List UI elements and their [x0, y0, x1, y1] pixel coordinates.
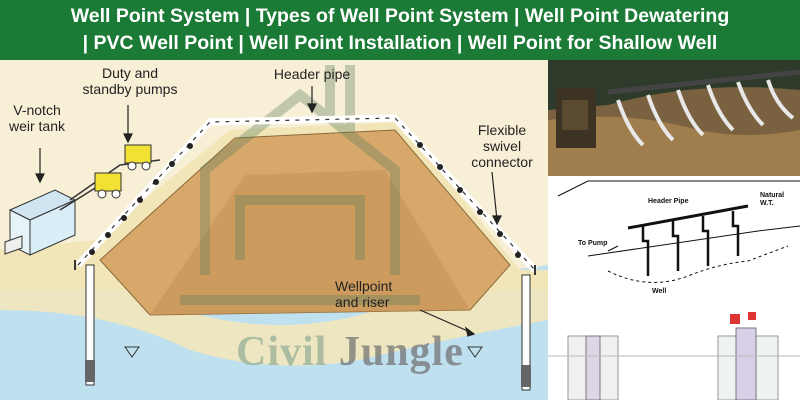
label-wellpoint-and-riser: Wellpoint and riser: [335, 278, 435, 310]
sketch-label-to-pump: To Pump: [578, 240, 607, 247]
duty-pump: [125, 145, 151, 170]
title-line-2: | PVC Well Point | Well Point Installati…: [0, 30, 800, 57]
label-vnotch-weir-tank: V-notch weir tank: [2, 102, 72, 134]
label-header-pipe: Header pipe: [262, 66, 362, 82]
standby-pump: [95, 173, 121, 198]
label-flexible-swivel-connector: Flexible swivel connector: [462, 122, 542, 170]
cross-section-graphic: [548, 306, 800, 400]
sketch-label-header-pipe: Header Pipe: [648, 198, 688, 205]
right-wellpoint: [521, 365, 531, 387]
watermark-part-1: Civil: [236, 329, 327, 375]
title-line-1: Well Point System | Types of Well Point …: [0, 3, 800, 30]
left-wellpoint: [85, 360, 95, 382]
wellpoint-sketch: Header Pipe Natural W.T. To Pump Well: [548, 176, 800, 306]
title-banner: Well Point System | Types of Well Point …: [0, 0, 800, 60]
sketch-label-natural-wt: Natural W.T.: [760, 192, 784, 208]
watermark: Civil Jungle: [236, 328, 464, 376]
wellpoint-cross-sections: [548, 306, 800, 400]
watermark-part-2: Jungle: [339, 329, 464, 375]
site-photo: [548, 60, 800, 176]
site-photo-graphic: [548, 60, 800, 176]
sketch-label-well: Well: [652, 288, 666, 295]
label-duty-standby-pumps: Duty and standby pumps: [80, 65, 180, 97]
